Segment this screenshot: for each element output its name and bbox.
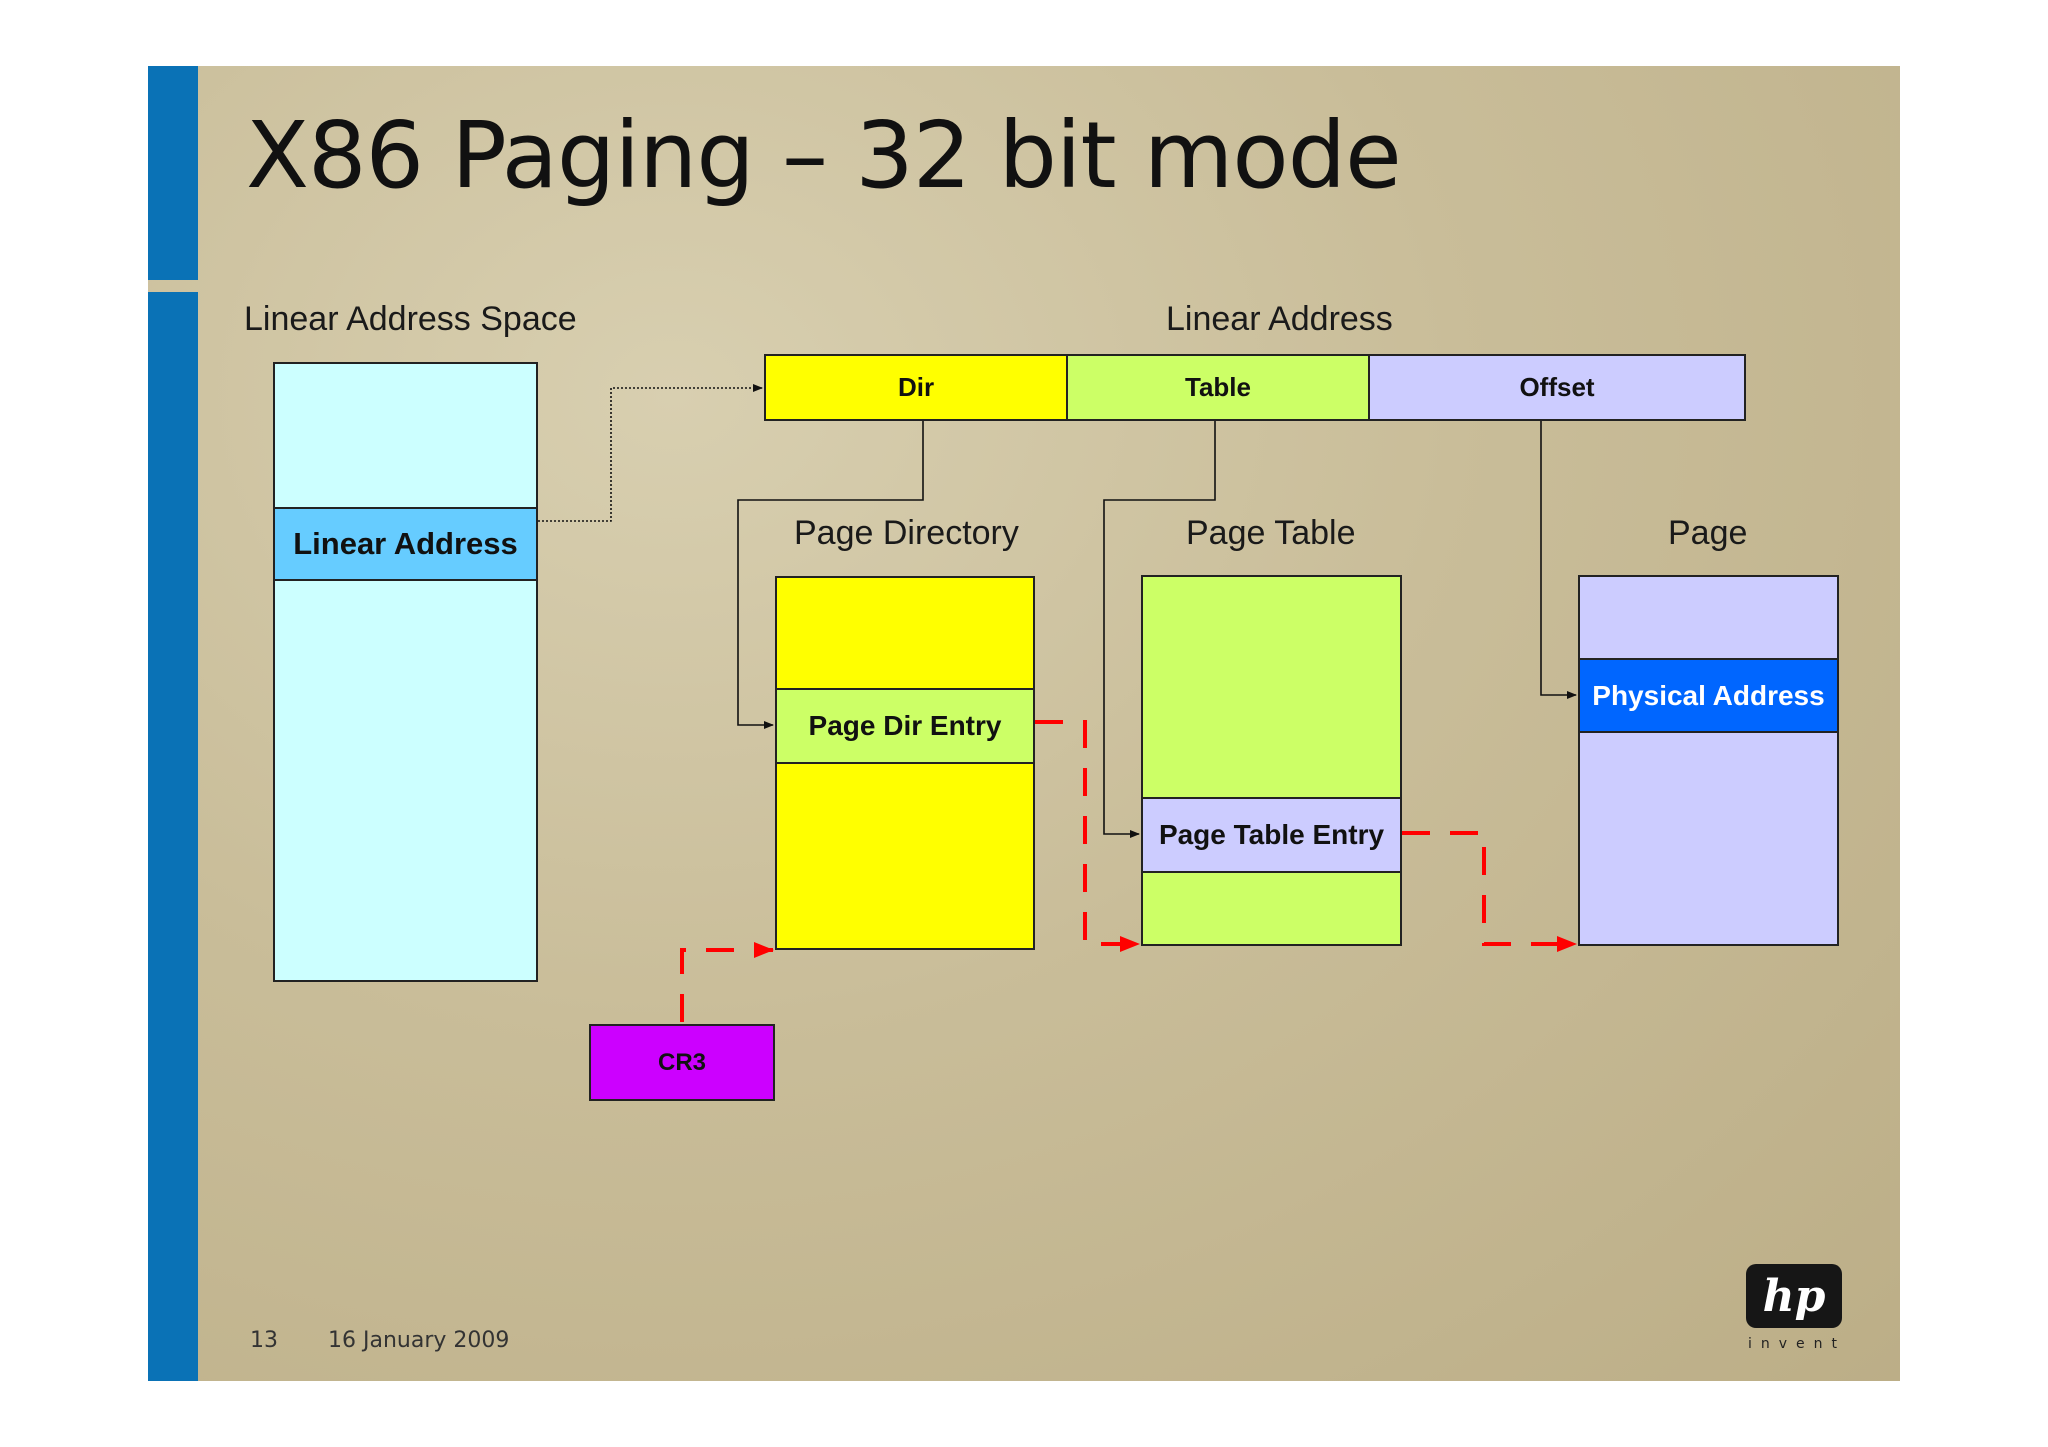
arrow-page-table-entry-to-page	[1402, 831, 1577, 952]
label-linear-address-space: Linear Address Space	[244, 300, 577, 338]
physical-address-box: Physical Address	[1578, 658, 1839, 733]
arrow-linear-address-to-dir	[538, 384, 763, 522]
arrow-table-to-page-table-entry	[1103, 421, 1216, 838]
slide: X86 Paging – 32 bit mode Linear Address …	[148, 66, 1900, 1381]
arrow-dir-to-page-dir-entry	[737, 421, 924, 729]
arrow-offset-to-physical-address	[1540, 421, 1577, 699]
hp-logo-tagline: invent	[1748, 1336, 1847, 1352]
label-page-directory: Page Directory	[794, 514, 1019, 552]
arrow-page-dir-entry-to-page-table	[1035, 720, 1140, 952]
hp-logo-mark: hp	[1762, 1270, 1826, 1322]
label-page: Page	[1668, 514, 1748, 552]
slide-title: X86 Paging – 32 bit mode	[246, 102, 1402, 209]
page-table-entry-box: Page Table Entry	[1141, 797, 1402, 873]
field-table: Table	[1066, 354, 1370, 421]
accent-bar-bottom	[148, 292, 198, 1381]
field-offset: Offset	[1368, 354, 1746, 421]
accent-bar-top	[148, 66, 198, 280]
linear-address-space-column	[273, 362, 538, 982]
footer-page-number: 13	[250, 1328, 278, 1353]
hp-logo: hp	[1746, 1264, 1842, 1328]
page-table-column	[1141, 575, 1402, 946]
arrow-cr3-to-page-directory	[680, 942, 774, 1022]
linear-address-box: Linear Address	[273, 507, 538, 581]
footer-date: 16 January 2009	[328, 1328, 510, 1353]
connector-lines	[538, 384, 1577, 1022]
page-column	[1578, 575, 1839, 946]
field-dir: Dir	[764, 354, 1068, 421]
page-dir-entry-box: Page Dir Entry	[775, 688, 1035, 764]
label-page-table: Page Table	[1186, 514, 1356, 552]
label-linear-address: Linear Address	[1166, 300, 1393, 338]
cr3-register: CR3	[589, 1024, 775, 1101]
